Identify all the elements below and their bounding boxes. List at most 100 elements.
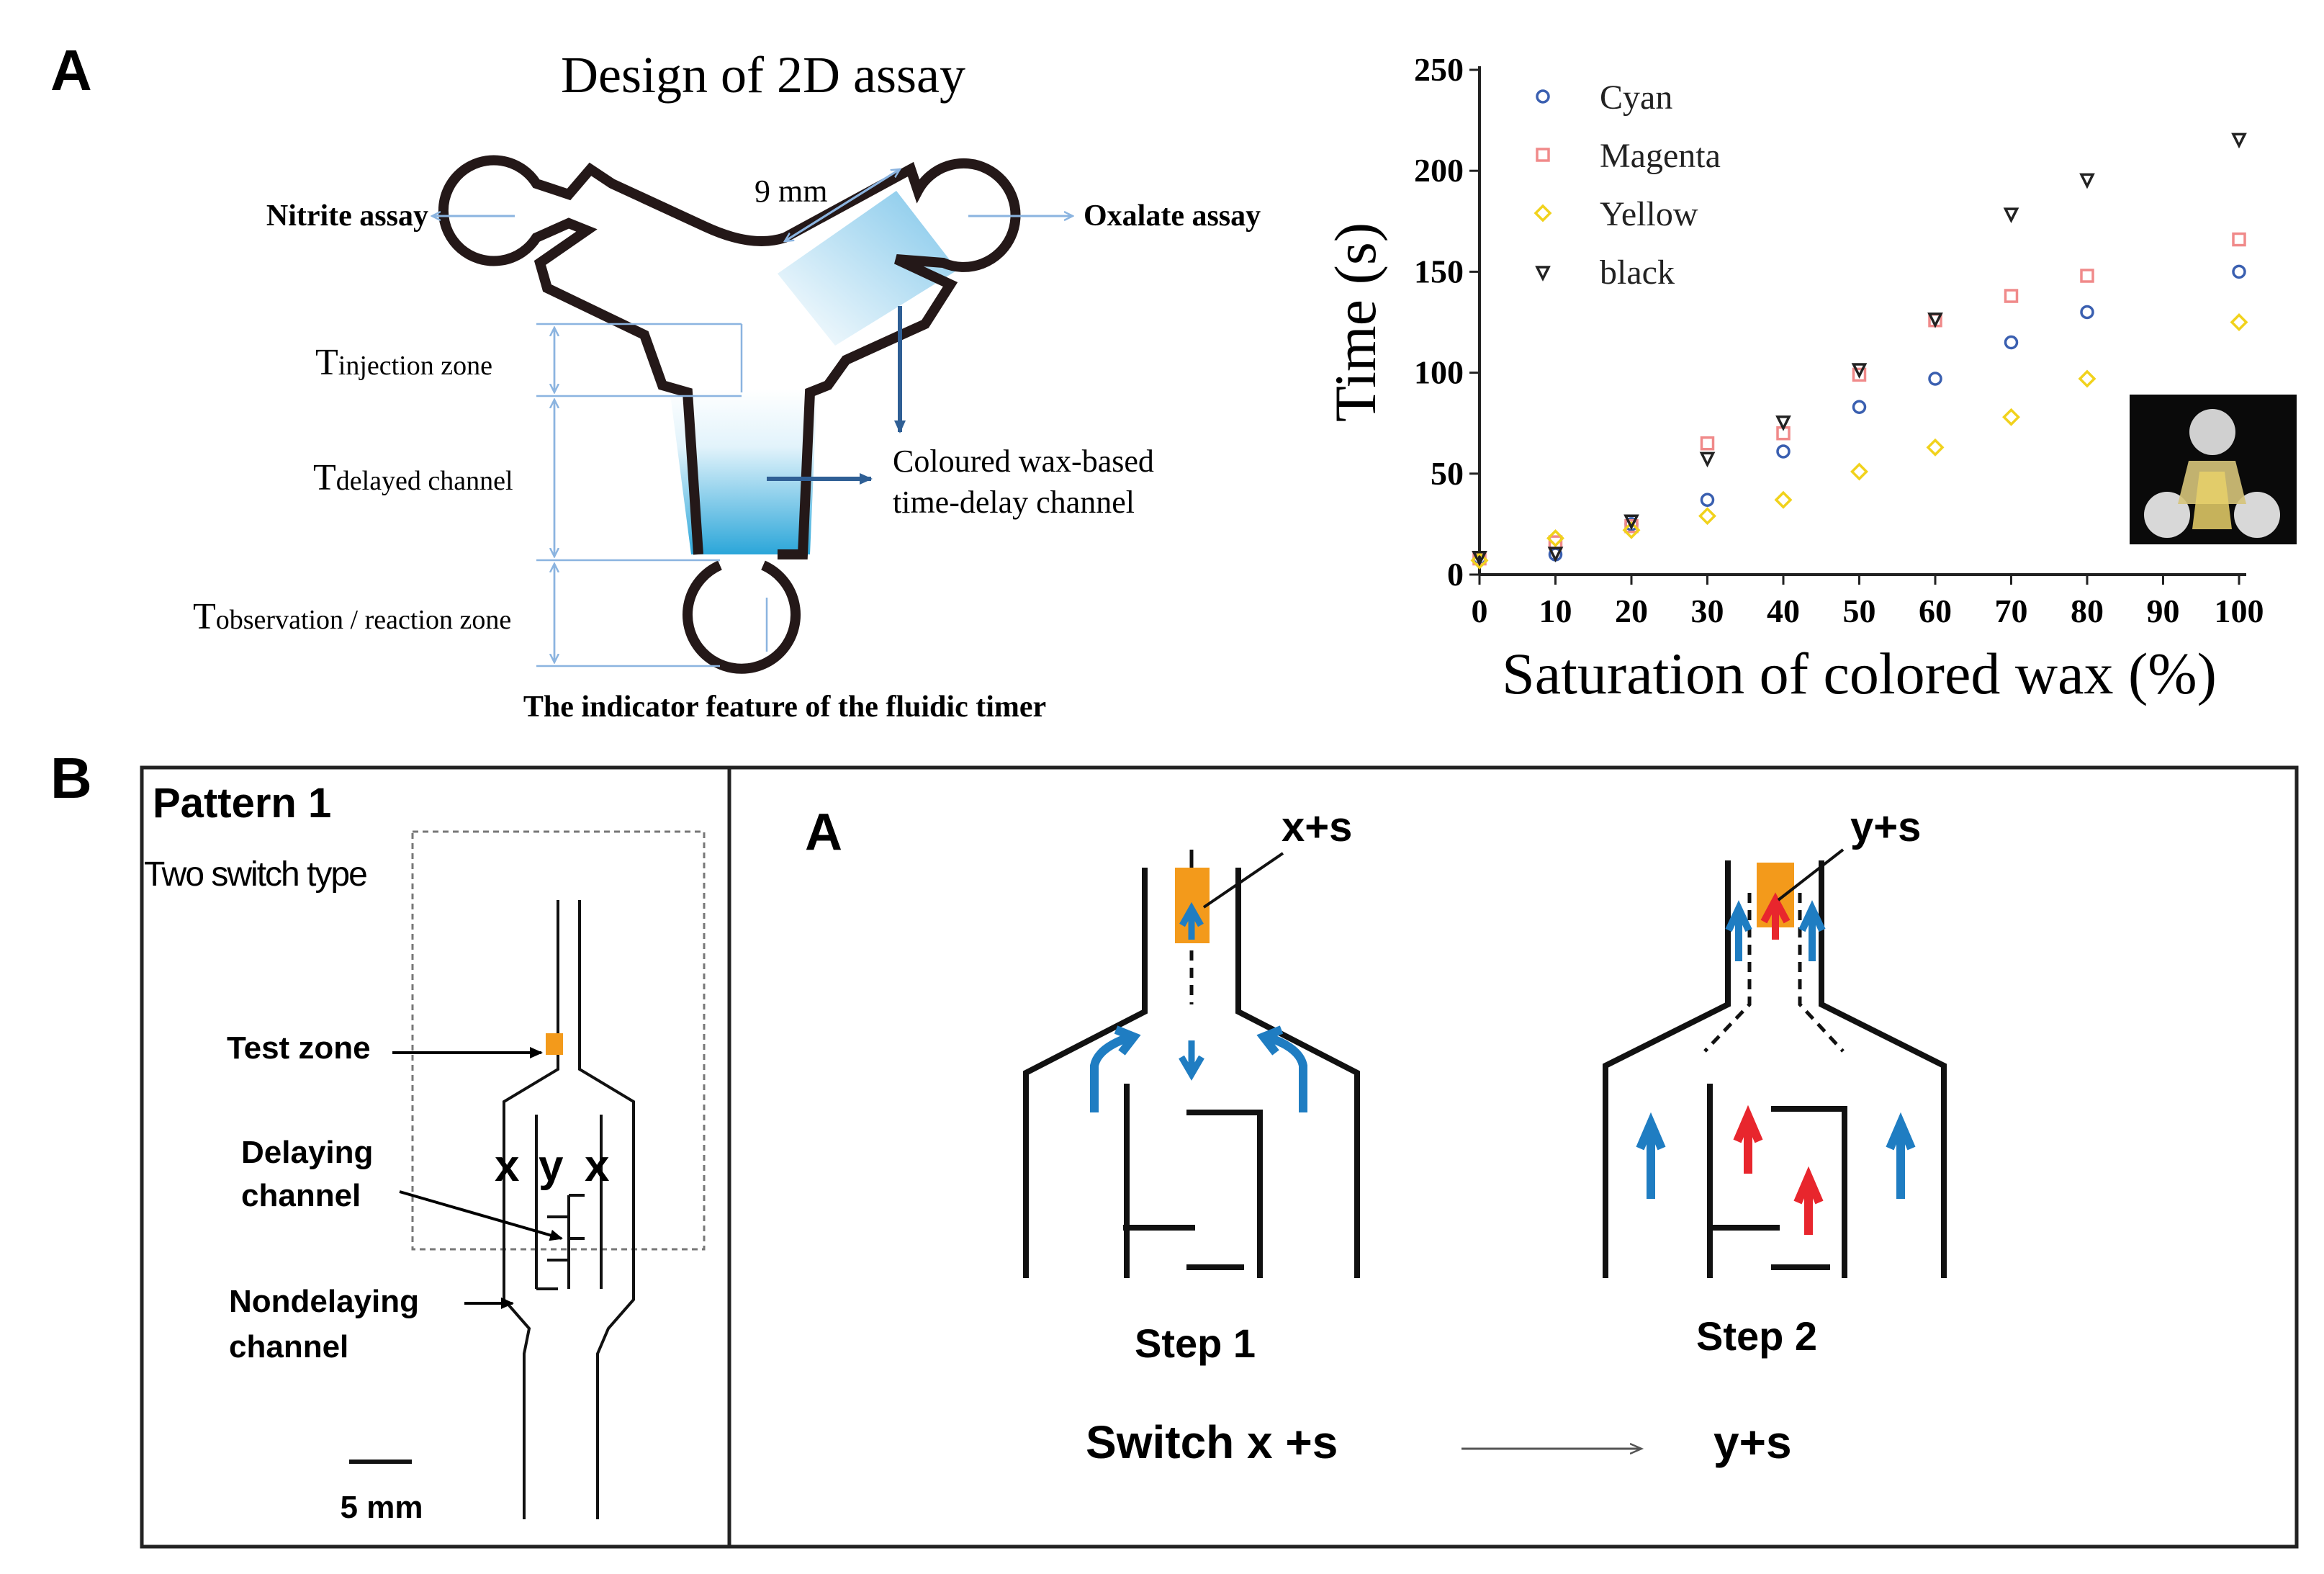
x-tick-label: 80 [2071,593,2104,629]
point-cyan [2232,264,2246,279]
t-injection-label: Tinjection zone [315,342,492,383]
step1-zone-pointer [1202,852,1284,909]
letter-x-left: x [495,1141,520,1191]
point-black [1851,363,1868,379]
letter-y: y [539,1141,564,1191]
switch-result: y+s [1713,1416,1792,1468]
dimension-line-back [785,168,901,241]
point-yellow [1774,490,1793,509]
y-tick-label: 150 [1414,253,1464,289]
x-tick-label: 20 [1615,593,1648,629]
step1-flow-left-arrow [1090,1025,1141,1112]
zoom-region-box [411,830,706,1251]
x-tick-label: 0 [1472,593,1488,629]
point-black [1623,514,1639,531]
delaying-label-2: channel [241,1178,361,1213]
point-magenta [1700,436,1715,451]
legend-label-cyan: Cyan [1600,78,1672,117]
x-tick-label: 90 [2147,593,2180,629]
point-black [2079,173,2095,189]
step2-device [1603,860,1947,1278]
x-tick-label: 30 [1691,593,1724,629]
point-yellow [1470,551,1489,570]
pattern-test-zone [546,1033,563,1055]
y-tick-label: 0 [1447,556,1464,593]
step2-zone-label: y+s [1850,804,1921,850]
panel-b-frame [140,765,2299,1549]
pattern-title: Pattern 1 [153,780,331,827]
point-magenta [1852,367,1867,382]
step1-flow-down-arrow [1179,1040,1204,1081]
point-black [1472,551,1487,567]
nondelaying-label-2: channel [229,1329,348,1364]
legend-marker-magenta [1536,148,1550,162]
point-yellow [2230,313,2248,331]
point-yellow [2078,369,2096,388]
y-axis-label: Time (s) [1323,222,1388,422]
point-yellow [1546,529,1564,548]
legend-label-black: black [1600,253,1675,292]
switch-text: Switch x +s [1086,1416,1338,1468]
x-tick-label: 100 [2215,593,2264,629]
oxalate-arm-fill [778,191,958,346]
x-tick-label: 50 [1843,593,1876,629]
device-outline [438,155,1021,559]
x-tick-label: 60 [1919,593,1952,629]
point-magenta [2232,232,2246,247]
step2-flow-red-2 [1793,1166,1824,1235]
dimension-label: 9 mm [755,174,827,209]
observation-circle [683,560,801,674]
wax-channel-label-2: time-delay channel [893,485,1135,520]
point-yellow [1850,462,1868,481]
point-yellow [1622,521,1641,539]
assay-device [438,155,1021,674]
t-delayed-label: Tdelayed channel [313,457,513,498]
device-photo-inset [2130,395,2297,544]
point-black [1775,415,1791,431]
point-magenta [2080,269,2094,283]
step1-zone-label: x+s [1282,804,1352,850]
x-tick-label: 40 [1767,593,1800,629]
step2-flow-blue-right [1886,1112,1916,1199]
legend-marker-black [1535,266,1551,282]
point-yellow [1926,438,1945,457]
pattern-subtitle: Two switch type [144,855,366,894]
step2-label: Step 2 [1696,1313,1817,1359]
point-black [1547,547,1564,563]
step2-flow-up-blue-left [1725,900,1752,961]
point-cyan [1700,493,1715,508]
point-cyan [1852,400,1867,415]
y-tick-label: 100 [1414,354,1464,391]
test-zone-label: Test zone [227,1030,371,1066]
point-black [1699,451,1716,468]
x-tick-label: 10 [1539,593,1572,629]
point-cyan [1928,372,1942,386]
pattern-device [503,900,635,1519]
wax-channel-label-1: Coloured wax-based [893,444,1154,479]
delaying-arrow [399,1190,563,1241]
point-yellow [2002,408,2020,426]
step2-flow-up-blue-right [1798,900,1826,961]
step1-device [1023,868,1360,1278]
oxalate-assay-label: Oxalate assay [1084,199,1261,233]
indicator-caption: The indicator feature of the fluidic tim… [523,691,1046,724]
nitrite-assay-label: Nitrite assay [266,199,428,233]
letter-x-right: x [585,1141,610,1191]
step2-flow-red-1 [1733,1105,1763,1174]
step2-dash-lines [1703,893,1845,1053]
point-black [1927,312,1943,328]
point-magenta [2004,289,2019,303]
t-observation-label: Tobservation / reaction zone [193,596,511,637]
nondelaying-label-1: Nondelaying [229,1284,419,1319]
step1-label: Step 1 [1135,1321,1256,1366]
step2-zone-pointer [1777,848,1845,901]
legend-marker-yellow [1533,204,1552,222]
panel-a-label: A [50,38,92,102]
delaying-label-1: Delaying [241,1135,373,1170]
legend-marker-cyan [1536,89,1550,104]
panel-b-label: B [50,746,92,810]
step2-flow-blue-left [1636,1112,1666,1199]
inner-panel-label: A [805,804,842,861]
